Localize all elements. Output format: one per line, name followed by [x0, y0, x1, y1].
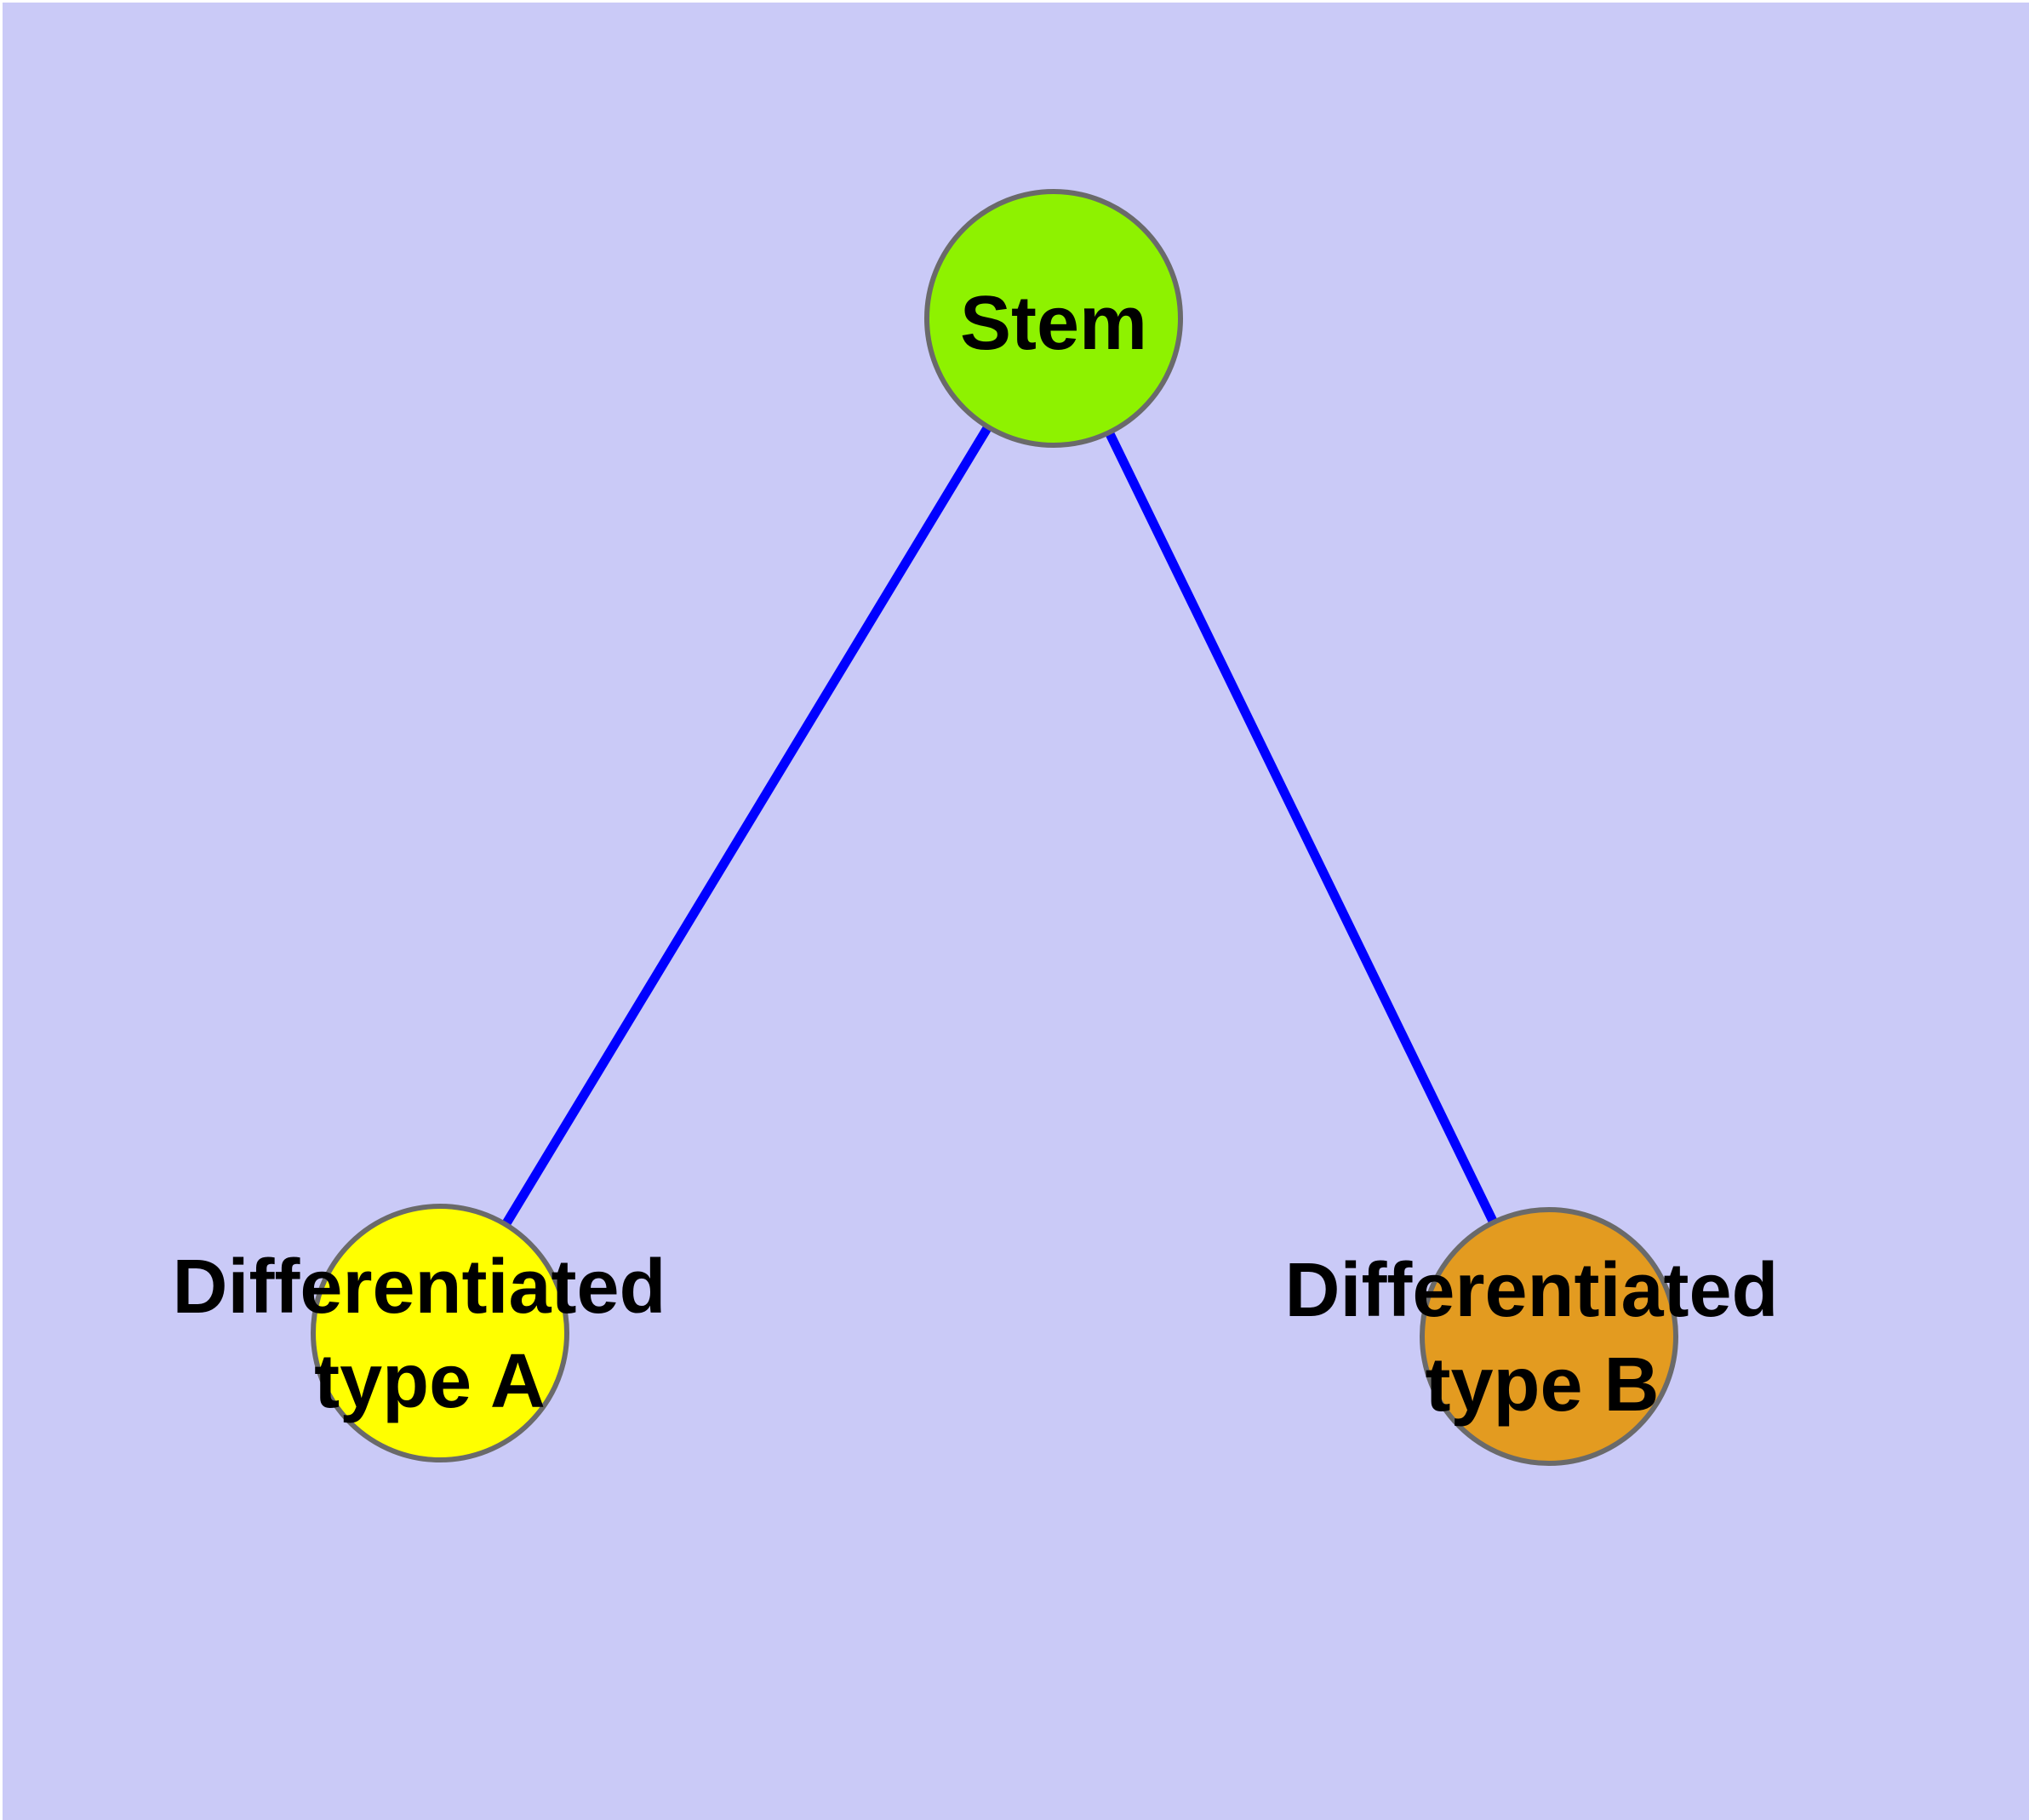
node-stem-label: Stem — [960, 281, 1147, 366]
node-differentiated-type-a-label-line-1: Differentiated — [172, 1245, 666, 1330]
edge-stem-to-type-b — [1049, 316, 1553, 1339]
node-differentiated-type-a-label: Differentiated type A — [172, 1245, 687, 1424]
edge-stem-to-type-a — [436, 316, 1058, 1336]
node-differentiated-type-b-label-line-1: Differentiated — [1284, 1248, 1778, 1333]
label-group: Stem Differentiated type A Differentiate… — [172, 281, 1799, 1428]
edge-group — [436, 316, 1553, 1339]
node-differentiated-type-a — [311, 1204, 569, 1462]
node-group — [311, 189, 1678, 1466]
node-differentiated-type-a-label-line-2: type A — [314, 1339, 546, 1424]
node-differentiated-type-b — [1420, 1207, 1678, 1466]
node-differentiated-type-b-label-line-2: type B — [1425, 1342, 1659, 1428]
node-stem — [924, 189, 1183, 448]
node-differentiated-type-b-label: Differentiated type B — [1284, 1248, 1799, 1428]
node-stem-label-line-1: Stem — [960, 281, 1147, 366]
